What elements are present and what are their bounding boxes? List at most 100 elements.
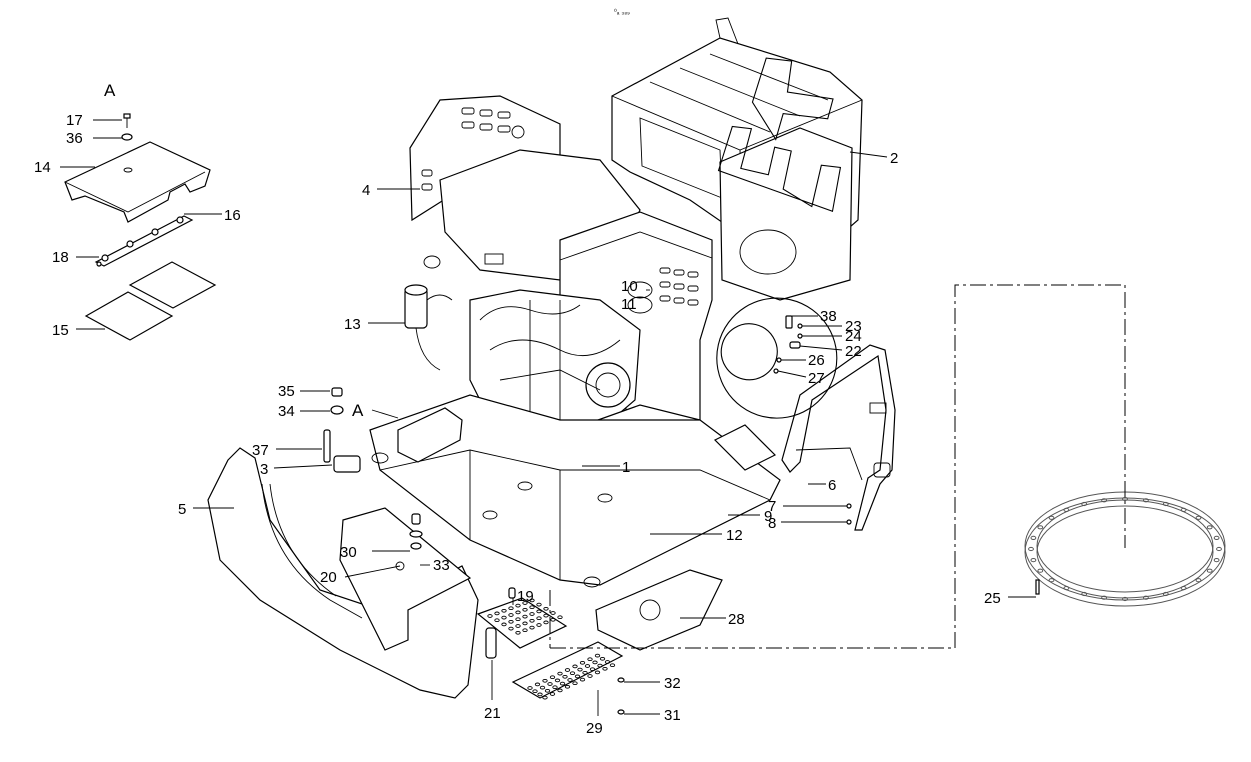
ring-bolt-hole [1037,525,1044,530]
perforation-hole [529,598,535,603]
callout-20: 20 [320,569,337,586]
perforation-hole [536,602,542,607]
perforations-upper [487,598,563,635]
cover-plate-28 [595,569,723,651]
perforation-hole [594,653,601,658]
callout-14: 14 [34,159,51,176]
callout-38: 38 [820,308,837,325]
callout-37: 37 [252,442,269,459]
enclosure-slots [659,267,699,306]
perforation-hole [579,677,586,682]
perforation-hole [515,610,521,615]
callout-13: 13 [344,316,361,333]
perforation-hole [552,685,558,690]
perforation-hole [557,615,563,620]
ring-bolt-hole [1213,558,1220,563]
callout-32: 32 [664,675,681,692]
perforation-hole [539,685,546,690]
ring-bolt-hole [1101,498,1107,503]
callout-10: 10 [621,278,638,295]
callout-15: 15 [52,322,69,339]
perforation-hole [529,612,535,616]
perforation-hole [529,618,535,623]
battery-box [397,407,463,463]
sheet-lower [84,291,174,341]
machine-assembly [323,17,863,588]
callout-35: 35 [278,383,295,400]
perforation-hole [554,678,561,683]
ring-bolt-hole [1030,535,1037,541]
perforation-hole [559,681,566,686]
perforation-hole [529,605,535,610]
perforation-hole [609,663,616,668]
ring-bolt-hole [1162,591,1169,597]
pump [333,455,361,473]
perforation-hole [532,689,538,694]
callout-2: 2 [890,150,898,167]
detail-a-title: A [104,81,116,100]
mounting-plate [94,215,194,267]
perforation-hole [515,624,521,628]
perforation-hole [508,626,514,631]
ring-bolt-hole [1195,578,1202,583]
ring-bolt-hole [1216,546,1222,552]
perforation-hole [515,603,521,608]
perforation-hole [602,666,608,671]
ring-bolt-hole [1143,498,1149,503]
perforation-hole [487,614,493,618]
callout-12: 12 [726,527,743,544]
ring-bolt-hole [1180,507,1187,512]
ring-bolt-hole [1195,515,1202,520]
alignment-line [550,284,1126,649]
perforation-hole [550,611,556,615]
ring-bolt-hole [1048,515,1055,520]
vent-slots [421,107,511,191]
perforation-hole [587,657,593,662]
drawing-code: ⁰ₐ ₃₈₉ [614,8,630,16]
perforation-hole [567,678,573,682]
ring-bolt-hole [1122,596,1128,602]
step-plate-right [713,424,777,471]
callout-24: 24 [845,328,862,345]
perforation-hole [536,609,542,614]
callout-29: 29 [586,720,603,737]
perforation-hole [577,667,583,672]
perforation-hole [604,660,611,664]
perforation-hole [542,678,548,683]
ring-bolt-hole [1063,586,1070,591]
perforation-hole [536,616,542,621]
perforation-hole [508,619,514,624]
perforation-hole [508,613,514,617]
callout-8: 8 [768,515,776,532]
handrail [781,344,896,531]
ring-bolt-hole [1101,595,1107,600]
perforation-hole [501,615,507,620]
ring-bolt-hole [1122,496,1128,502]
callout-21: 21 [484,705,501,722]
callout-31: 31 [664,707,681,724]
perforated-plate-upper [476,597,568,649]
perforation-hole [515,617,521,622]
perforation-hole [542,695,548,700]
ring-bolt-hole [1030,558,1037,563]
perforation-hole [564,668,571,672]
callout-25: 25 [984,590,1001,607]
ring-bolt-hole [1081,501,1088,507]
perforations-lower [527,653,616,700]
perforation-hole [572,681,578,686]
perforation-hole [594,670,601,675]
perforation-hole [549,692,556,696]
perforation-hole [508,606,514,611]
ring-bolt-hole [1048,578,1055,583]
ring-bolt-hole [1063,507,1070,512]
perforation-hole [544,688,551,693]
perforation-hole [547,682,553,686]
callout-18: 18 [52,249,69,266]
perforation-hole [582,670,588,675]
perforation-hole [522,621,528,626]
callout-30: 30 [340,544,357,561]
perforation-hole [579,660,586,665]
callout-33: 33 [433,557,450,574]
